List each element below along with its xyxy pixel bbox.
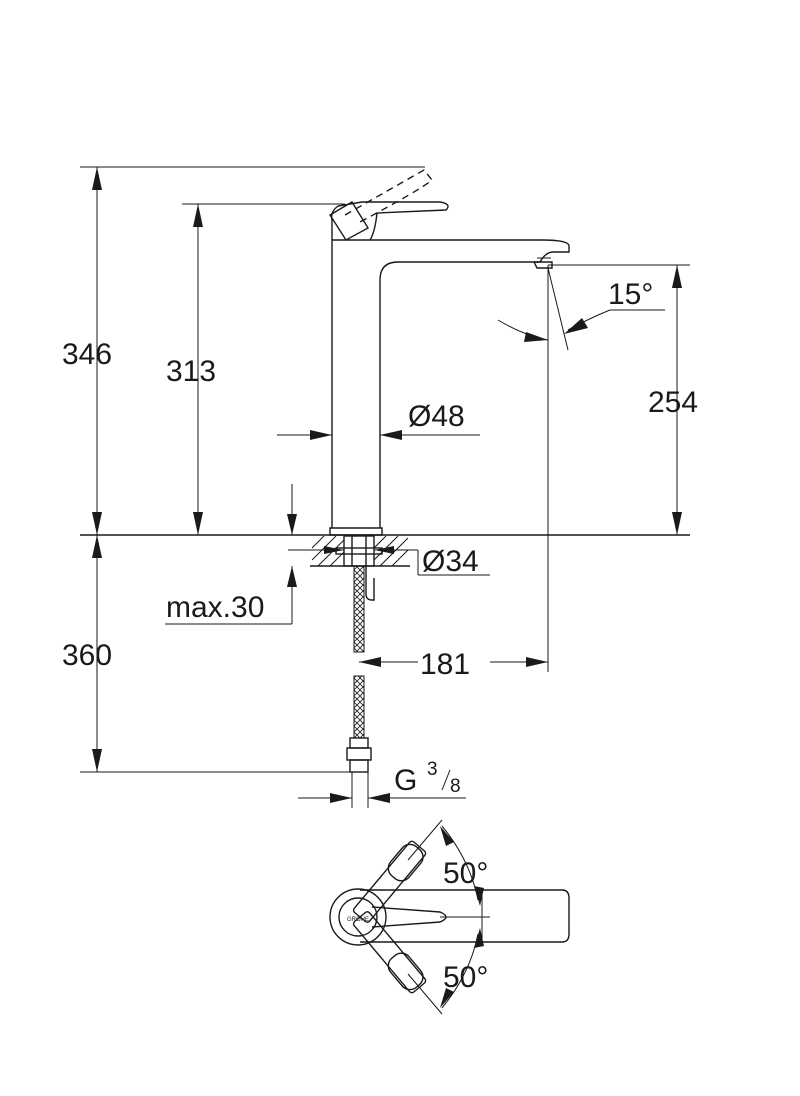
spout-height-label: 313 <box>166 355 216 388</box>
connection-numerator: 3 <box>427 759 438 780</box>
dim-overall-height: 346 <box>62 167 112 535</box>
brand-mark: GROHE <box>347 917 369 923</box>
outlet-height-label: 254 <box>648 386 698 419</box>
connection-denominator: 8 <box>450 776 461 797</box>
dim-reach: 181 <box>359 644 548 681</box>
hole-diameter-label: Ø34 <box>422 545 479 578</box>
top-view: GROHE 50° 50° <box>329 819 570 1015</box>
lever-angle-left-label: 50° <box>443 857 488 890</box>
dim-hole-diameter: Ø34 <box>288 545 490 578</box>
overall-height-label: 346 <box>62 338 112 371</box>
extension-lines <box>80 166 690 773</box>
spout-angle-label: 15° <box>608 278 653 311</box>
body-diameter-label: Ø48 <box>408 400 465 433</box>
lever-angle-right-label: 50° <box>443 961 488 994</box>
supply-hose <box>346 565 375 808</box>
dim-spout-angle: 15° <box>497 267 665 351</box>
dim-deck-thickness: max.30 <box>165 484 297 625</box>
below-deck-label: 360 <box>62 639 112 672</box>
faucet-body <box>329 169 570 536</box>
dim-outlet-height: 254 <box>648 265 698 535</box>
reach-label: 181 <box>420 648 470 681</box>
dim-connection-thread: G 3 8 <box>298 759 466 803</box>
deck-thickness-label: max.30 <box>166 591 264 624</box>
dim-body-diameter: Ø48 <box>277 400 480 440</box>
connection-prefix-label: G <box>394 764 417 797</box>
dim-below-deck: 360 <box>62 535 112 772</box>
dim-spout-height: 313 <box>166 204 216 535</box>
